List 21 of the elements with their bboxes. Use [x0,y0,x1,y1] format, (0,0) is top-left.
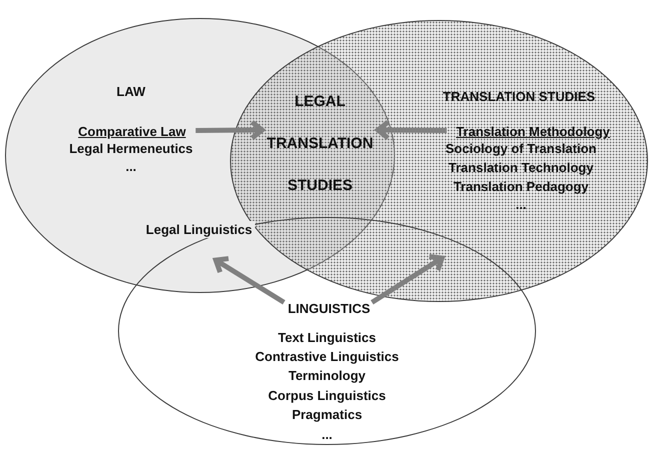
topic-label: ... [126,159,136,175]
topic-label: Comparative Law [71,123,193,140]
topic-label: Contrastive Linguistics [255,349,399,365]
arrow [196,120,264,141]
topic-label: Corpus Linguistics [268,388,386,404]
topic-label: Translation Methodology [451,123,615,140]
topic-label: Pragmatics [292,407,362,423]
set-title: LAW [116,84,146,100]
set-title: TRANSLATION STUDIES [442,89,596,105]
topic-label: Translation Technology [448,160,594,176]
topic-label: Translation Pedagogy [453,179,589,195]
arrow [213,256,286,305]
topic-label: Terminology [288,368,366,384]
topic-label: Text Linguistics [278,330,376,346]
topic-label: Legal Hermeneutics [69,141,193,157]
arrow [376,120,447,141]
overlap-title: LEGAL TRANSLATION STUDIES [262,88,378,200]
topic-label: ... [516,197,526,213]
topic-label: LINGUISTICS [285,300,373,317]
topic-label: ... [322,427,332,443]
topic-label: Sociology of Translation [446,141,596,157]
